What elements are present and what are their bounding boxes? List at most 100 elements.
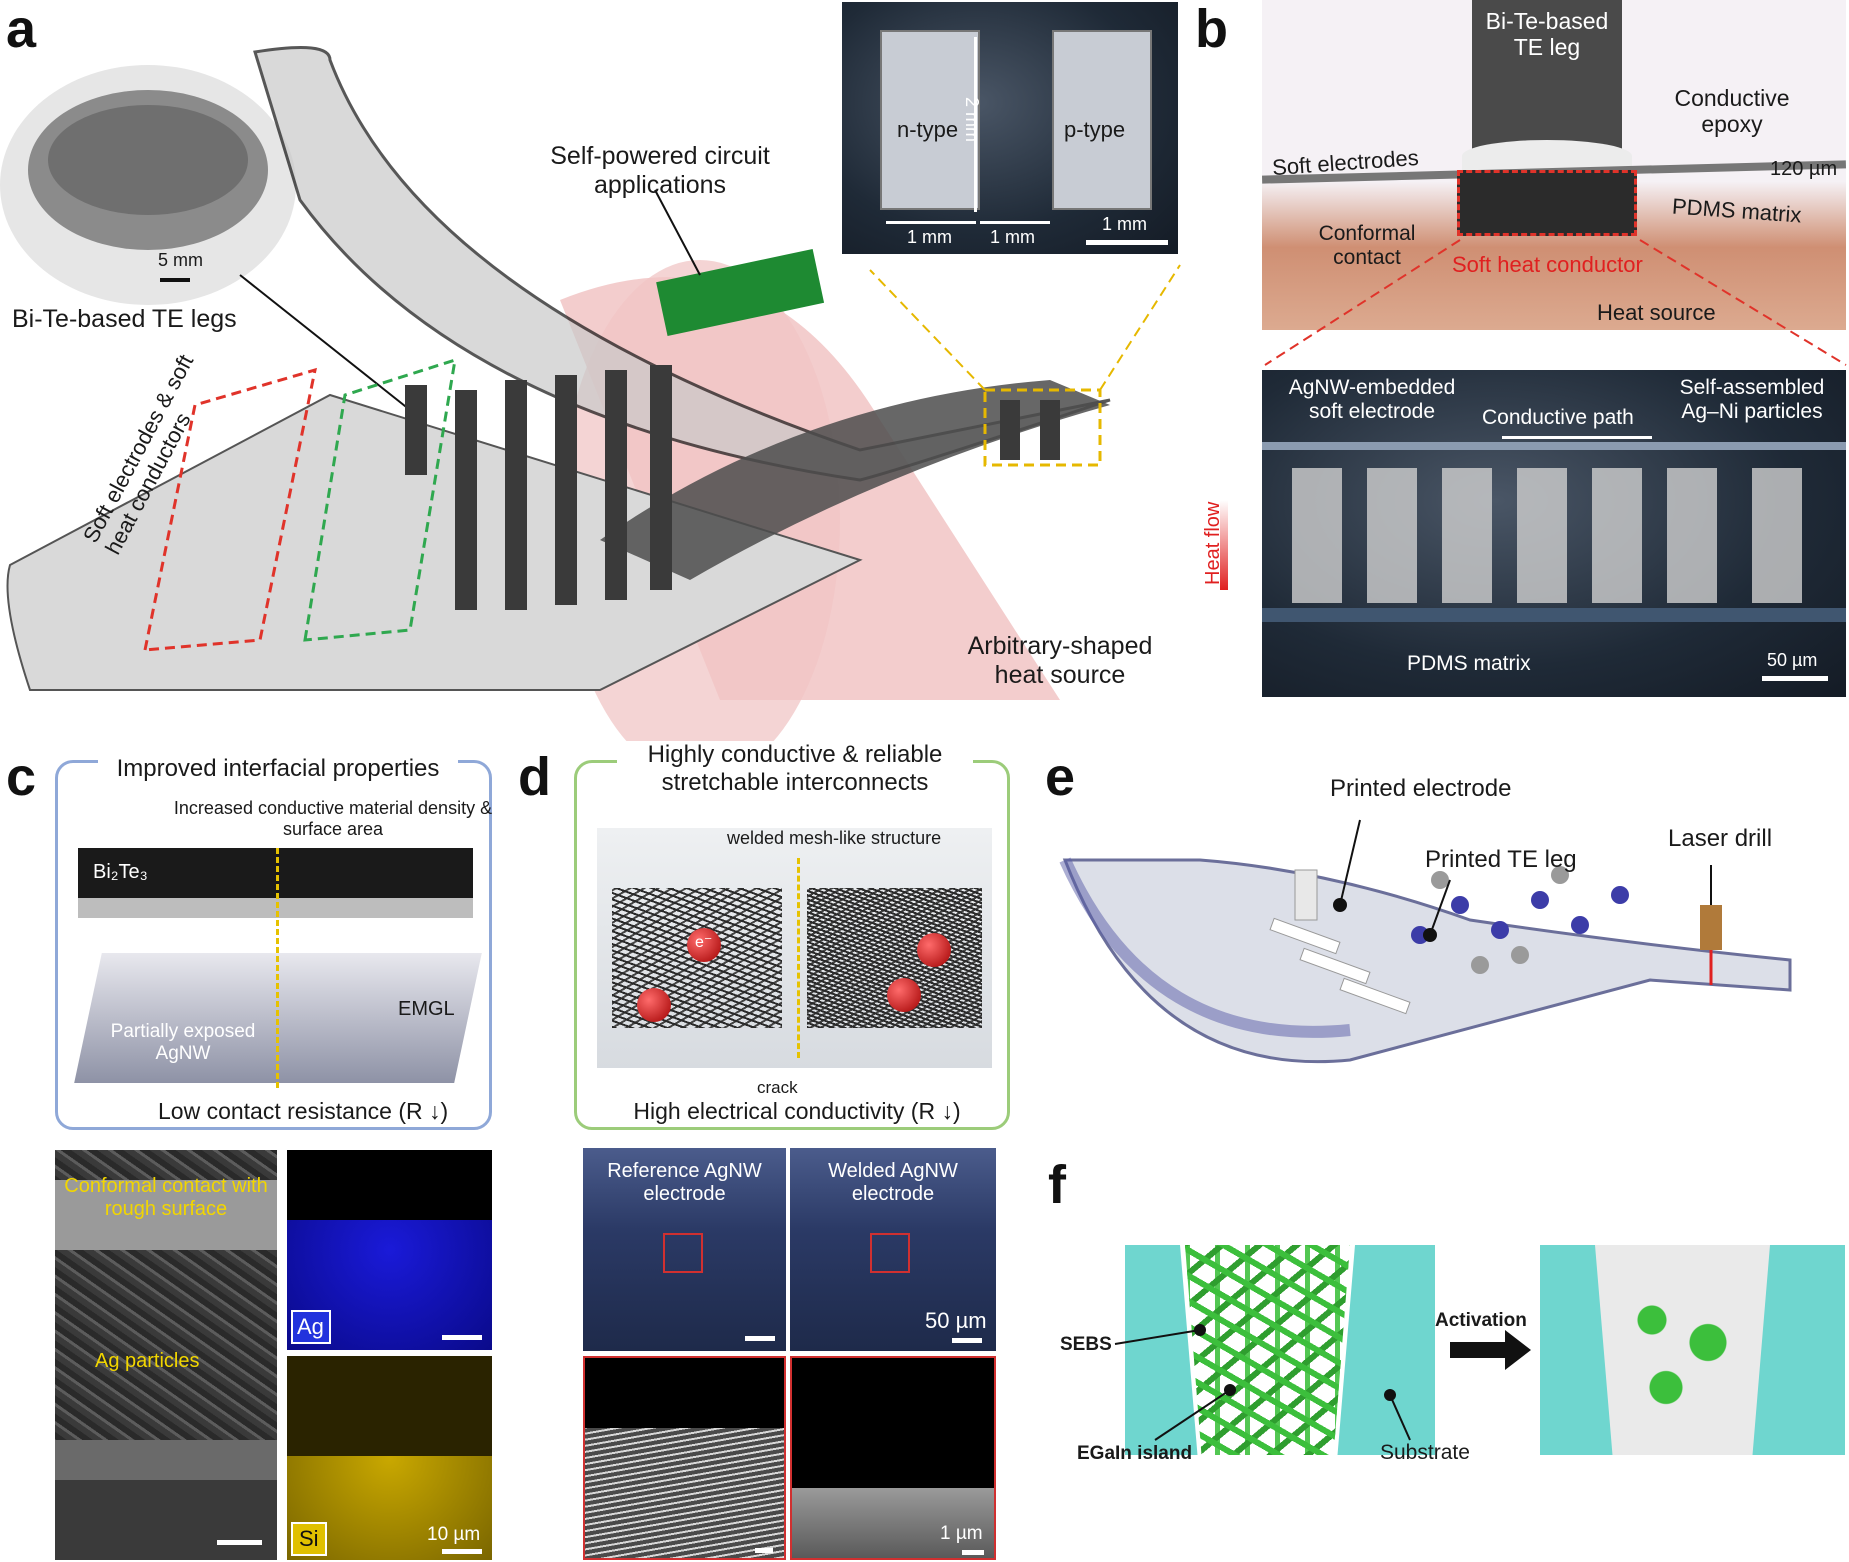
- electron-icon: [887, 978, 921, 1012]
- si-map: Si 10 µm: [287, 1356, 492, 1560]
- particles-label: Self-assembled Ag–Ni particles: [1679, 376, 1825, 424]
- electron-label: e⁻: [695, 934, 713, 951]
- heat-source-caption: Arbitrary-shaped heat source: [967, 632, 1153, 689]
- heat-conductor-box: [1457, 170, 1637, 236]
- sebs-network: [1185, 1245, 1350, 1455]
- divider-line: [276, 848, 279, 1088]
- bottom-scale-bar: [962, 1550, 984, 1555]
- te-leg-block: [1472, 0, 1622, 160]
- high-cond-label: High electrical conductivity (R ↓): [633, 1098, 961, 1124]
- crack-label: crack: [757, 1078, 798, 1097]
- np-micrograph: n-type p-type 2 mm 1 mm 1 mm 1 mm: [842, 2, 1178, 254]
- interface-schematic: Improved interfacial properties Increase…: [55, 755, 493, 1130]
- egain-label: EGaIn island: [1077, 1443, 1193, 1464]
- interconnect-schematic: Highly conductive & reliable stretchable…: [574, 741, 1010, 1130]
- width-label: 1 mm: [907, 227, 952, 247]
- p-type-leg: [1052, 30, 1152, 210]
- gap-label: 1 mm: [990, 227, 1035, 247]
- activation-label: Activation: [1435, 1310, 1527, 1331]
- bi2te3-label: Bi₂Te₃: [93, 861, 148, 883]
- mesh-film: e⁻ crack: [597, 828, 992, 1097]
- micrograph-scale-label: 1 mm: [1102, 214, 1147, 234]
- heat-flow-arrow: [1220, 500, 1228, 590]
- panel-d-title: Highly conductive & reliable stretchable…: [617, 741, 973, 797]
- micro-pdms-label: PDMS matrix: [1407, 652, 1531, 675]
- te-legs-pointer: [239, 274, 411, 411]
- si-label: Si: [299, 1526, 319, 1551]
- sem-cross-section: Conformal contact with rough surface Ag …: [55, 1150, 277, 1560]
- electron-icon: [687, 928, 721, 962]
- n-type-label: n-type: [897, 117, 959, 142]
- ag-map: Ag: [287, 1150, 492, 1350]
- red-dashed-region: [143, 367, 317, 652]
- bi2te3-layer: [78, 848, 473, 898]
- welded-electrode-image: Welded AgNW electrode 50 µm: [790, 1148, 996, 1351]
- epoxy-label: Conductive epoxy: [1674, 85, 1790, 138]
- te-leg-label: Bi-Te-based TE leg: [1485, 8, 1609, 61]
- laser-drill-label: Laser drill: [1668, 825, 1773, 852]
- height-arrow: [974, 37, 977, 212]
- conformal-contact-text: Conformal contact with rough surface: [64, 1175, 268, 1220]
- panel-label-a: a: [6, 0, 37, 59]
- ag-label: Ag: [297, 1314, 324, 1339]
- sem-scale-bar: [217, 1540, 262, 1545]
- printer-nozzle: [1294, 869, 1318, 921]
- panel-label-b: b: [1195, 0, 1228, 59]
- panel-label-d: d: [518, 747, 551, 807]
- te-legs-caption: Bi-Te-based TE legs: [12, 305, 237, 333]
- flat-sheet: [6, 393, 863, 691]
- electron-icon: [917, 933, 951, 967]
- circuit-caption: Self-powered circuit applications: [550, 142, 770, 199]
- activation-arrow: [1450, 1342, 1510, 1358]
- bottom-scale-label: 1 µm: [940, 1523, 983, 1544]
- top-scale-bar: [952, 1338, 982, 1343]
- panel-c-title: Improved interfacial properties: [98, 755, 458, 783]
- partially-exposed-label: Partially exposed AgNW: [110, 1021, 256, 1064]
- yellow-dashed-region: [983, 388, 1102, 467]
- soft-heat-conductor-label: Soft heat conductor: [1452, 252, 1643, 277]
- green-dashed-region: [303, 357, 457, 642]
- si-scale-bar: [442, 1549, 482, 1554]
- inset-scale-label: 5 mm: [158, 250, 203, 270]
- increased-label: Increased conductive material density & …: [173, 798, 493, 839]
- particle-column: [1292, 468, 1342, 603]
- reference-sem: [583, 1356, 786, 1560]
- substrate-block-before: [1125, 1245, 1435, 1455]
- printed-electrode-label: Printed electrode: [1330, 775, 1512, 802]
- substrate-block-after: [1540, 1245, 1845, 1455]
- panel-label-e: e: [1045, 747, 1076, 807]
- te-leg-array: [405, 365, 1060, 610]
- conductive-path-label: Conductive path: [1482, 406, 1634, 429]
- electron-icon: [637, 988, 671, 1022]
- welded-mesh-label: welded mesh-like structure: [727, 828, 942, 848]
- p-type-label: p-type: [1064, 117, 1126, 142]
- substrate-label: Substrate: [1380, 1441, 1470, 1464]
- sebs-label: SEBS: [1060, 1334, 1112, 1355]
- si-scale-label: 10 µm: [427, 1524, 481, 1545]
- printed-dots: [1411, 886, 1629, 944]
- micro-scale-bar: [1762, 676, 1828, 681]
- heat-conductor-micrograph: AgNW-embedded soft electrode Conductive …: [1262, 370, 1846, 697]
- panel-label-f: f: [1048, 1155, 1066, 1215]
- panel-label-c: c: [6, 747, 37, 807]
- ag-particles-label: Ag particles: [95, 1350, 200, 1372]
- thickness-label: 120 µm: [1770, 158, 1838, 180]
- emgl-label: EMGL: [398, 998, 455, 1020]
- laser-drill-head: [1700, 905, 1722, 950]
- low-contact-label: Low contact resistance (R ↓): [158, 1098, 449, 1124]
- substrate-sheet: [1062, 858, 1792, 1064]
- ag-scale-bar: [442, 1335, 482, 1340]
- conductive-path-arrow: [1502, 436, 1652, 439]
- circuit-board: [656, 248, 825, 337]
- welded-sem: 1 µm: [790, 1356, 996, 1560]
- top-scale-label: 50 µm: [925, 1308, 987, 1333]
- printed-te-leg-label: Printed TE leg: [1425, 846, 1577, 873]
- reference-label: Reference AgNW electrode: [607, 1160, 762, 1205]
- welded-label: Welded AgNW electrode: [828, 1160, 958, 1205]
- reference-electrode-image: Reference AgNW electrode: [583, 1148, 786, 1351]
- micrograph-scale-bar: [1086, 240, 1168, 245]
- micro-scale-label: 50 µm: [1767, 650, 1818, 670]
- n-type-leg: [880, 30, 980, 210]
